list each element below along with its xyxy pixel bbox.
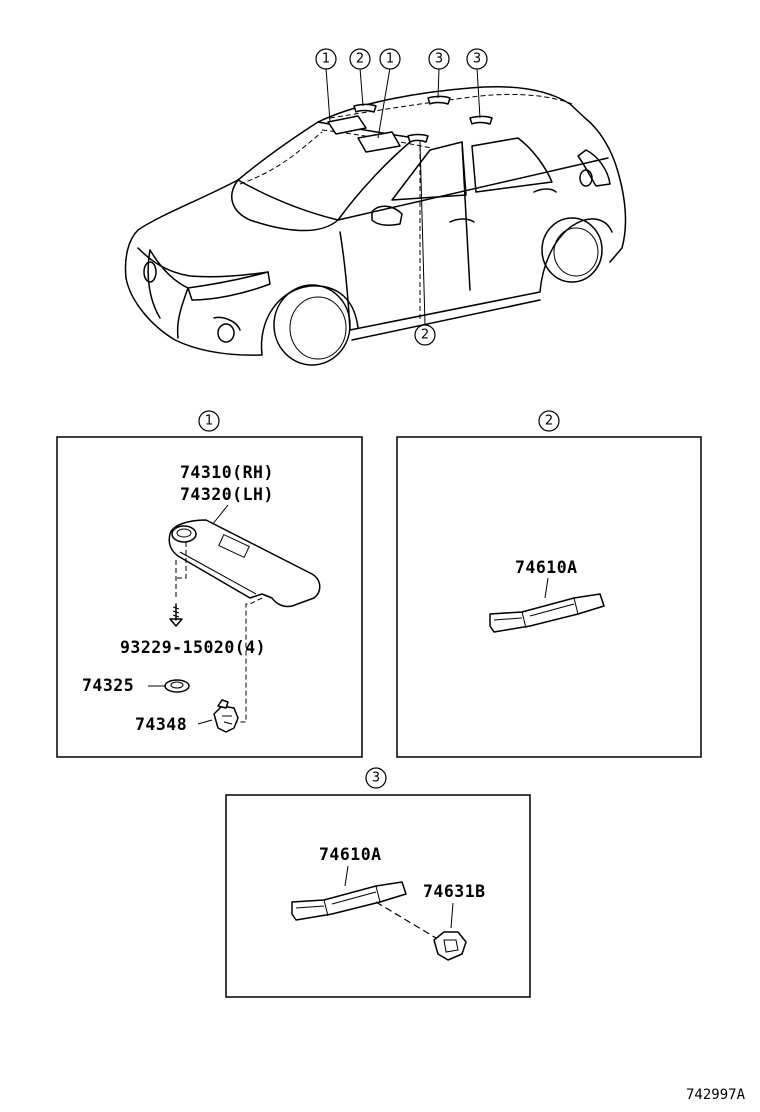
clip-74325-drawing (164, 679, 190, 693)
panel-3-label: 3 (372, 771, 380, 786)
sunvisor-hinge (171, 525, 197, 543)
panel-2-assist-grip: 2 74610A (396, 410, 702, 758)
svg-text:3: 3 (473, 52, 481, 67)
callout-2-top: 2 (349, 48, 371, 70)
part-number-74310-rh: 74310(RH) (180, 463, 274, 482)
panel-3-assist-grip-cover: 3 74610A 74631B (225, 767, 531, 998)
assist-grip-drawing-panel-3 (291, 881, 407, 921)
callout-3-right: 3 (466, 48, 488, 70)
callout-3-left: 3 (428, 48, 450, 70)
panel-1-label: 1 (205, 414, 213, 429)
svg-text:1: 1 (386, 52, 394, 67)
svg-text:2: 2 (421, 328, 429, 343)
panel-2-frame (396, 436, 702, 758)
panel-3-label-circle (365, 767, 387, 789)
panel-2-label-circle (538, 410, 560, 432)
holder-74348-drawing (213, 699, 239, 733)
callout-1-right: 1 (379, 48, 401, 70)
sunvisor-drawing (168, 519, 321, 608)
diagram-code: 742997A (686, 1087, 746, 1103)
callout-1-left: 1 (315, 48, 337, 70)
part-number-93229-15020: 93229-15020(4) (120, 638, 266, 657)
svg-text:1: 1 (322, 52, 330, 67)
panel-1-sunvisor: 1 74310(RH) 74320(LH) 93229-15020(4) 743… (56, 410, 363, 758)
callout-2-bottom: 2 (414, 324, 436, 346)
part-number-74610a-panel-3: 74610A (319, 845, 382, 864)
svg-text:3: 3 (435, 52, 443, 67)
panel-1-label-circle (198, 410, 220, 432)
screw-93229-drawing (169, 603, 183, 627)
part-number-74320-lh: 74320(LH) (180, 485, 274, 504)
cover-74631b-drawing (433, 931, 467, 961)
part-number-74325: 74325 (82, 676, 134, 695)
svg-text:2: 2 (356, 52, 364, 67)
panel-2-label: 2 (545, 414, 553, 429)
panel-3-frame (225, 794, 531, 998)
assist-grip-drawing (489, 593, 605, 633)
panel-1-frame (56, 436, 363, 758)
car-illustration (124, 67, 627, 366)
part-number-74348: 74348 (135, 715, 187, 734)
part-number-74610a-panel-2: 74610A (515, 558, 578, 577)
part-number-74631b: 74631B (423, 882, 486, 901)
